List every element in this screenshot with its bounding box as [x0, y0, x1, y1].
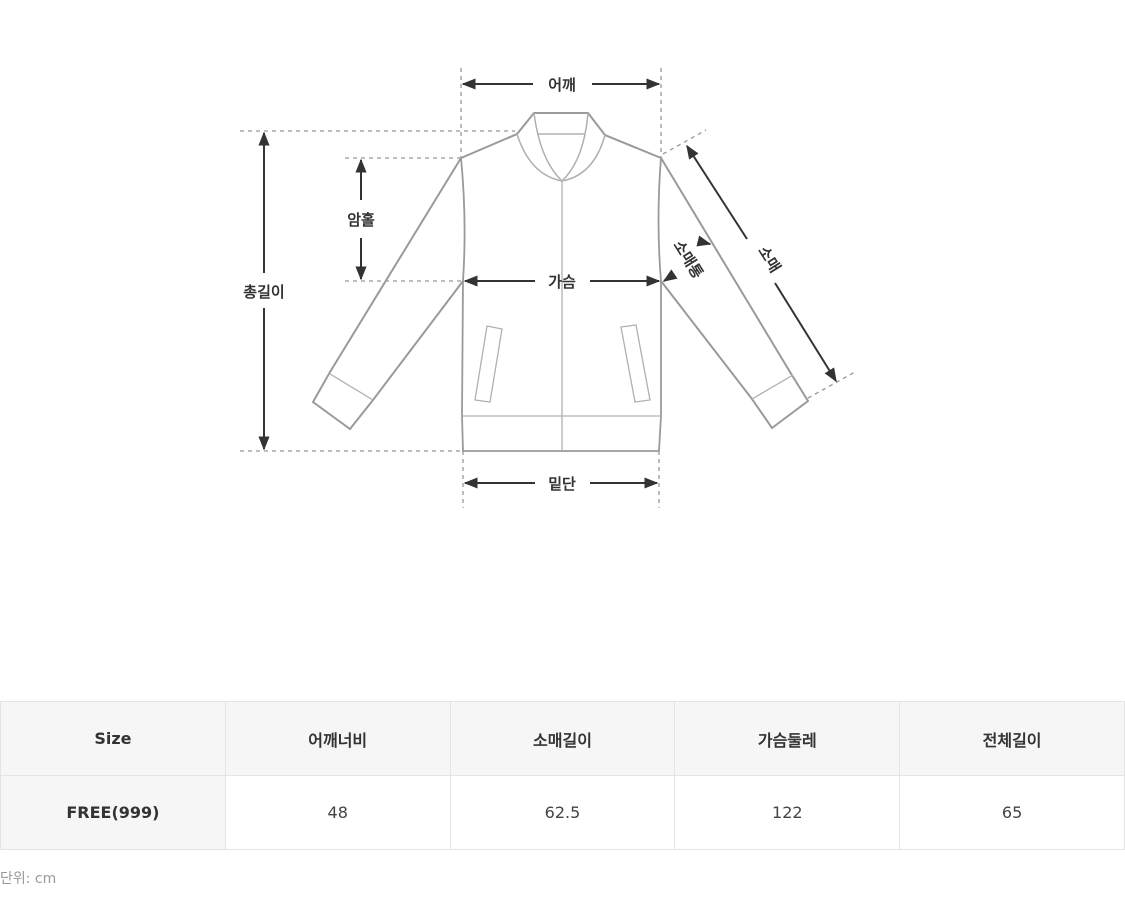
header-sleeve-length: 소매길이: [449, 701, 676, 776]
label-hem: 밑단: [548, 475, 576, 493]
label-sleeve-width: 소매통: [670, 237, 707, 282]
label-armhole: 암홀: [347, 211, 375, 229]
cell-size: FREE(999): [0, 775, 226, 850]
unit-note: 단위: cm: [0, 871, 57, 887]
header-total-length: 전체길이: [899, 701, 1125, 776]
guide-lines: [240, 68, 856, 508]
label-sleeve: 소매: [754, 243, 784, 276]
measurement-arrows: [258, 78, 837, 489]
label-total-length: 총길이: [243, 283, 284, 301]
cell-total-length: 65: [899, 775, 1125, 850]
header-chest: 가슴둘레: [674, 701, 901, 776]
jacket-measurement-diagram: 어깨 암홀 총길이 가슴 밑단 소매 소매통: [240, 68, 856, 508]
cell-shoulder-width: 48: [224, 775, 451, 850]
label-chest: 가슴: [548, 273, 576, 291]
table-row: FREE(999) 48 62.5 122 65: [0, 775, 1125, 850]
cell-chest: 122: [674, 775, 901, 850]
header-shoulder-width: 어깨너비: [224, 701, 451, 776]
label-shoulder: 어깨: [548, 76, 576, 94]
cell-sleeve-length: 62.5: [449, 775, 676, 850]
jacket-outline: [311, 112, 810, 452]
size-table-header-row: Size 어깨너비 소매길이 가슴둘레 전체길이: [0, 701, 1125, 776]
size-table-container: Size 어깨너비 소매길이 가슴둘레 전체길이 FREE(999) 48 62…: [0, 701, 1125, 850]
header-size: Size: [0, 701, 226, 776]
size-table: Size 어깨너비 소매길이 가슴둘레 전체길이 FREE(999) 48 62…: [0, 701, 1125, 850]
